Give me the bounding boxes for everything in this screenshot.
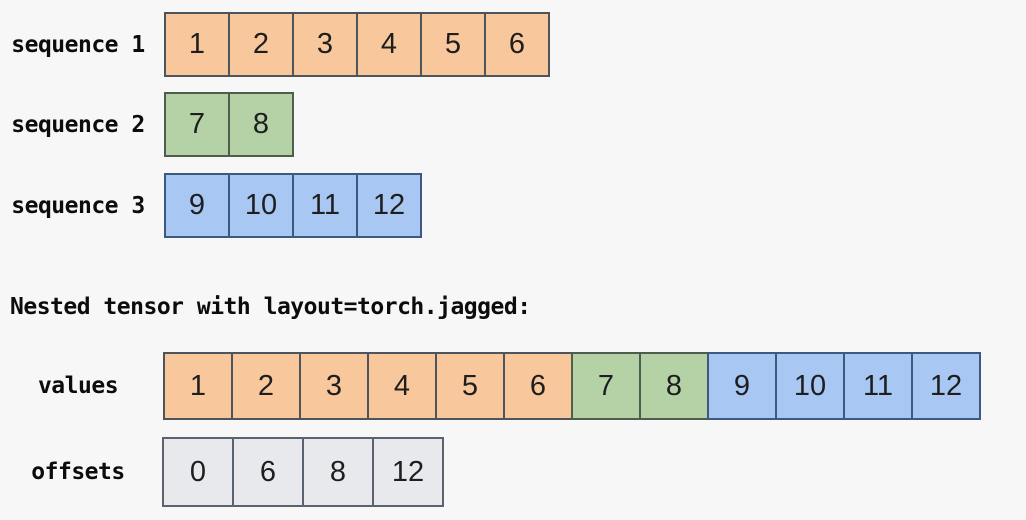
sequence-3-label: sequence 3 <box>11 192 145 219</box>
tensor-cell: 4 <box>367 352 437 420</box>
tensor-cell: 10 <box>228 173 294 238</box>
tensor-cell: 2 <box>231 352 301 420</box>
offsets-label: offsets <box>31 459 125 485</box>
tensor-cell: 5 <box>420 12 486 77</box>
sequence-1-label: sequence 1 <box>11 31 145 58</box>
tensor-cell: 6 <box>232 437 304 507</box>
tensor-cell: 6 <box>503 352 573 420</box>
tensor-cell: 8 <box>302 437 374 507</box>
tensor-cell: 12 <box>911 352 981 420</box>
tensor-cell: 1 <box>164 12 230 77</box>
tensor-cell: 11 <box>292 173 358 238</box>
tensor-cell: 1 <box>163 352 233 420</box>
tensor-cell: 2 <box>228 12 294 77</box>
values-label: values <box>37 373 119 399</box>
tensor-cell: 9 <box>707 352 777 420</box>
tensor-cell: 8 <box>639 352 709 420</box>
tensor-cell: 5 <box>435 352 505 420</box>
tensor-cell: 9 <box>164 173 230 238</box>
tensor-cell: 12 <box>372 437 444 507</box>
tensor-cell: 0 <box>162 437 234 507</box>
tensor-cell: 12 <box>356 173 422 238</box>
tensor-cell: 3 <box>299 352 369 420</box>
tensor-cell: 10 <box>775 352 845 420</box>
tensor-cell: 7 <box>571 352 641 420</box>
tensor-cell: 4 <box>356 12 422 77</box>
tensor-cell: 11 <box>843 352 913 420</box>
diagram-title: Nested tensor with layout=torch.jagged: <box>10 294 531 320</box>
sequence-2-label: sequence 2 <box>11 111 145 138</box>
tensor-cell: 6 <box>484 12 550 77</box>
tensor-cell: 8 <box>228 92 294 157</box>
tensor-cell: 7 <box>164 92 230 157</box>
tensor-cell: 3 <box>292 12 358 77</box>
